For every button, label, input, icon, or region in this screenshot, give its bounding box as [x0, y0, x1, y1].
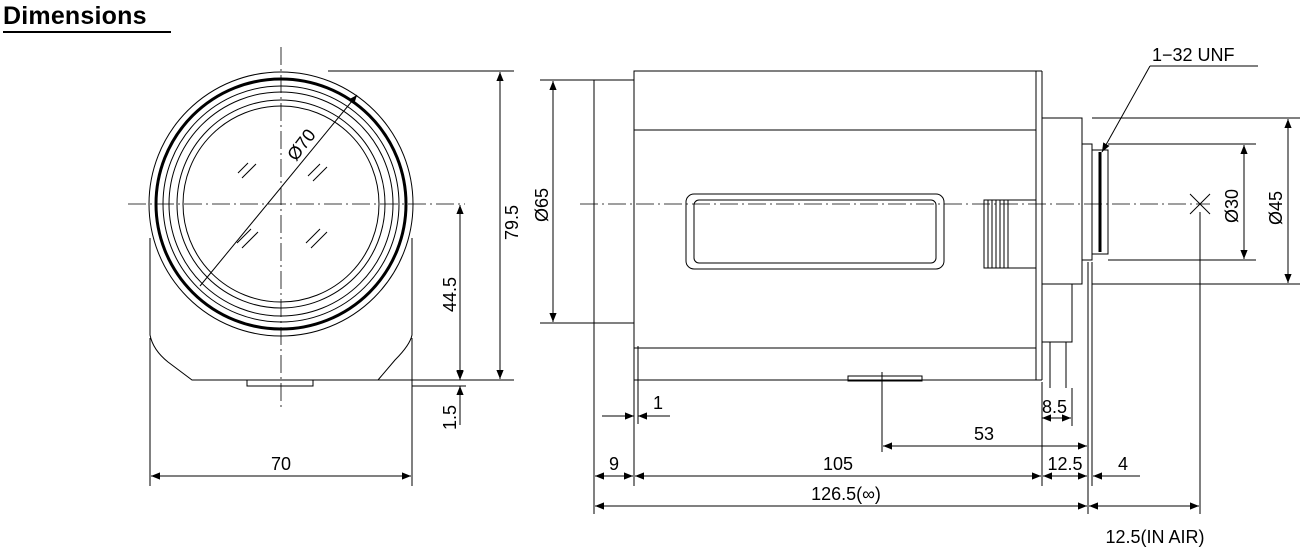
rear-mount — [1041, 117, 1083, 285]
zoom-window-outer — [685, 193, 945, 270]
diameter-70-leader — [199, 94, 358, 287]
dim-d30-label: Ø30 — [1222, 189, 1242, 223]
dim-12-5-label: 12.5 — [1047, 454, 1082, 474]
thread-label: 1−32 UNF — [1152, 45, 1235, 65]
front-cap — [593, 79, 635, 324]
unf-leader — [1101, 65, 1151, 153]
dim-70-label: 70 — [271, 454, 291, 474]
dim-8-5-label: 8.5 — [1042, 397, 1067, 417]
dim-d65-label: Ø65 — [532, 188, 552, 222]
dim-105-label: 105 — [823, 454, 853, 474]
dim-9-label: 9 — [609, 454, 619, 474]
zoom-window-inner — [693, 199, 937, 264]
mount-foot — [246, 379, 314, 387]
dim-1-label: 1 — [653, 393, 663, 413]
dim-53-label: 53 — [974, 424, 994, 444]
dim-in-air-label: 12.5(IN AIR) — [1105, 527, 1204, 547]
front-view: Ø70 79.5 44.5 1.5 70 — [128, 47, 522, 486]
dim-d45-label: Ø45 — [1266, 191, 1286, 225]
title-underline — [3, 31, 171, 33]
adjust-knob — [983, 199, 1037, 269]
dim-1-5-label: 1.5 — [440, 405, 460, 430]
dim-44-5-label: 44.5 — [440, 277, 460, 312]
page-title: Dimensions — [3, 2, 147, 30]
thread-ring — [1091, 149, 1109, 255]
dim-126-5-label: 126.5(∞) — [811, 484, 881, 504]
cable-housing — [1041, 283, 1073, 343]
mount-flange — [1081, 143, 1093, 261]
knob-grip — [987, 200, 1009, 268]
glass-hatch — [236, 162, 328, 249]
dim-79-5-label: 79.5 — [502, 205, 522, 240]
tripod-plate — [847, 375, 923, 382]
focal-mark-b — [1189, 193, 1211, 215]
dim-4-label: 4 — [1118, 454, 1128, 474]
diameter-70-label: Ø70 — [283, 125, 319, 164]
side-view: Ø65 Ø45 Ø30 1−32 UNF 1 8.5 53 — [532, 45, 1300, 547]
